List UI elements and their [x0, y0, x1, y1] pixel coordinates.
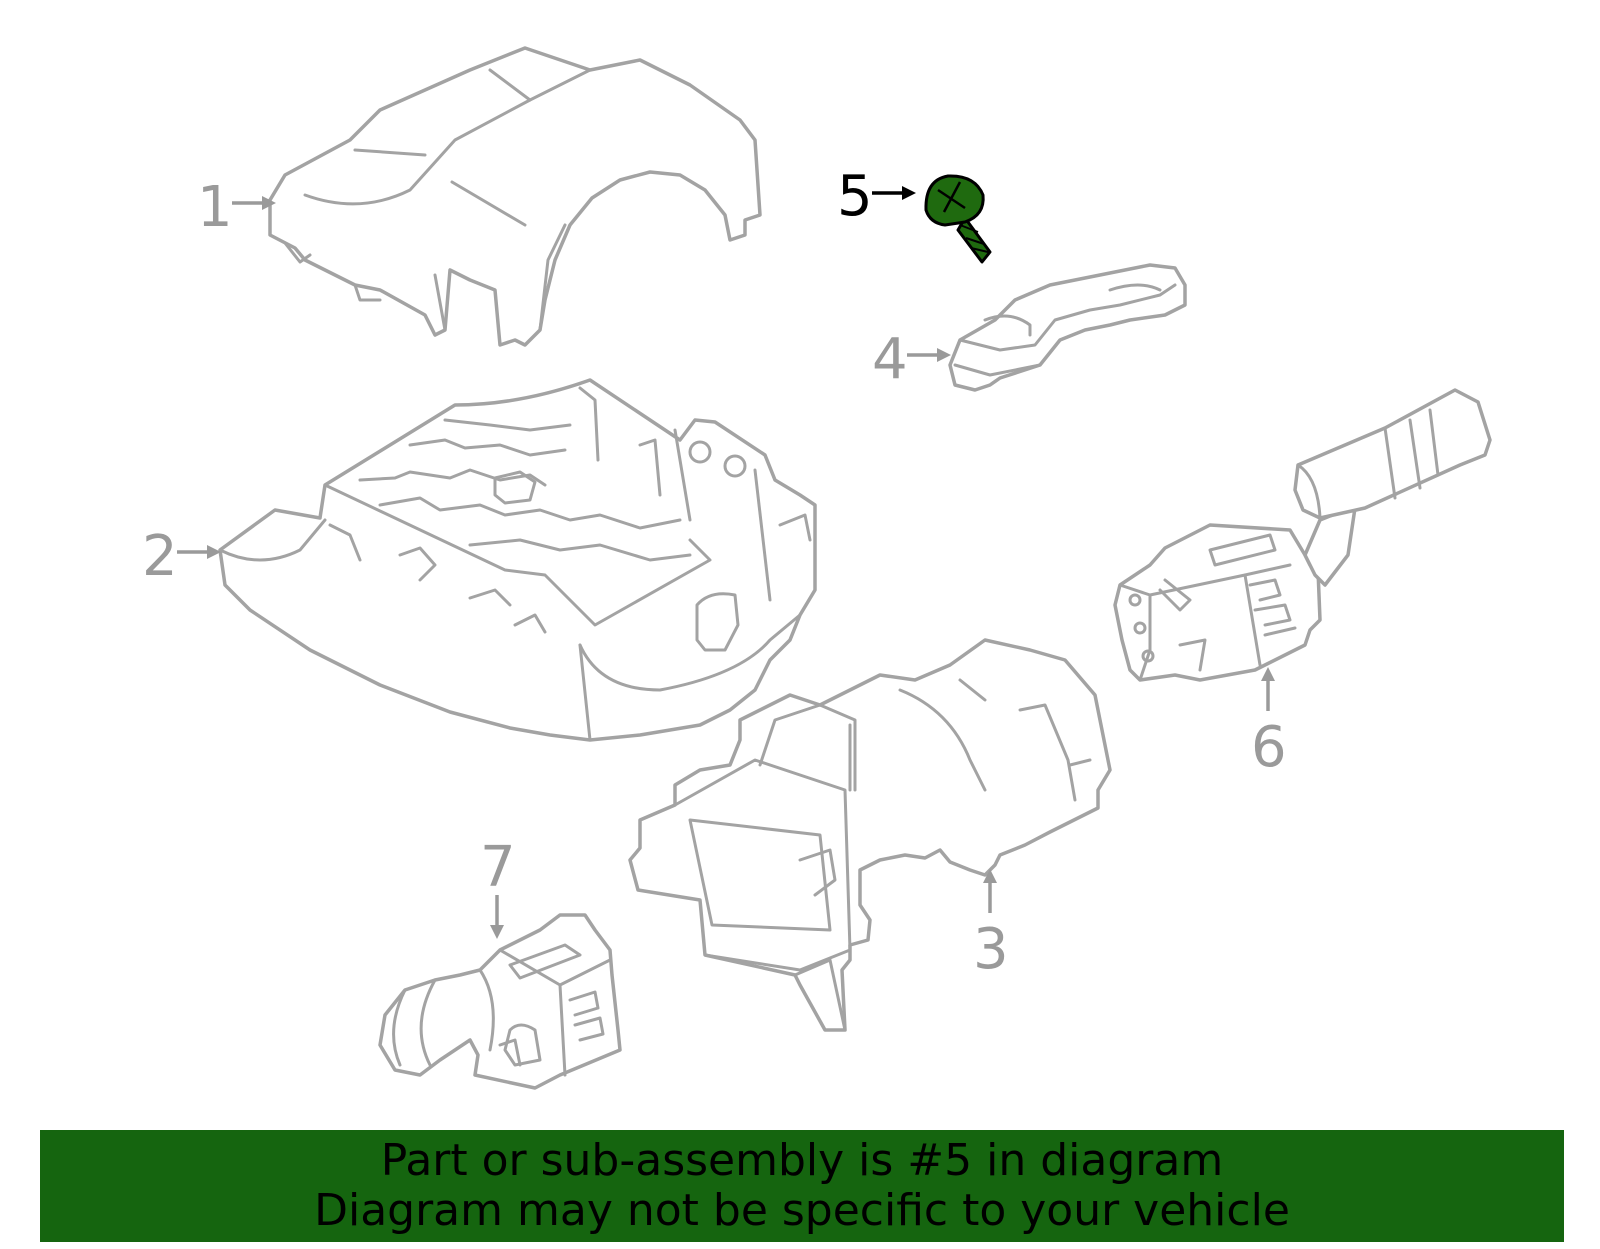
- callout-6-arrowhead: [1261, 667, 1275, 681]
- callout-2-label: 2: [142, 524, 178, 589]
- callout-1: 1: [197, 175, 276, 240]
- callout-1-label: 1: [197, 175, 233, 240]
- callout-6: 6: [1251, 667, 1287, 780]
- banner-line-2: Diagram may not be specific to your vehi…: [314, 1185, 1290, 1236]
- part-4-bracket[interactable]: [948, 263, 1187, 392]
- callout-6-label: 6: [1251, 715, 1287, 780]
- part-2-lower-cover[interactable]: [218, 378, 817, 742]
- callout-7-label: 7: [480, 835, 516, 900]
- callout-3: 3: [973, 869, 1009, 982]
- callout-1-arrowhead: [262, 196, 276, 210]
- callout-3-arrowhead: [983, 869, 997, 883]
- callout-3-label: 3: [973, 917, 1009, 982]
- callout-4-arrowhead: [937, 348, 951, 362]
- part-3-switch-body[interactable]: [628, 638, 1112, 1032]
- callout-5-arrowhead: [902, 186, 916, 200]
- callout-4: 4: [872, 327, 951, 392]
- part-6-right-switch[interactable]: [1113, 388, 1492, 682]
- callout-7-arrowhead: [490, 925, 504, 939]
- part-1-upper-cover[interactable]: [268, 46, 762, 347]
- callout-5-label: 5: [837, 164, 873, 229]
- callout-4-label: 4: [872, 327, 908, 392]
- part-7-left-switch[interactable]: [378, 913, 622, 1090]
- part-5-screw[interactable]: [924, 174, 992, 264]
- callout-2-arrowhead: [207, 545, 221, 559]
- callout-7: 7: [480, 835, 516, 939]
- callout-5: 5: [837, 164, 916, 229]
- callout-2: 2: [142, 524, 221, 589]
- banner-line-1: Part or sub-assembly is #5 in diagram: [380, 1135, 1224, 1186]
- info-banner: Part or sub-assembly is #5 in diagram Di…: [40, 1130, 1564, 1242]
